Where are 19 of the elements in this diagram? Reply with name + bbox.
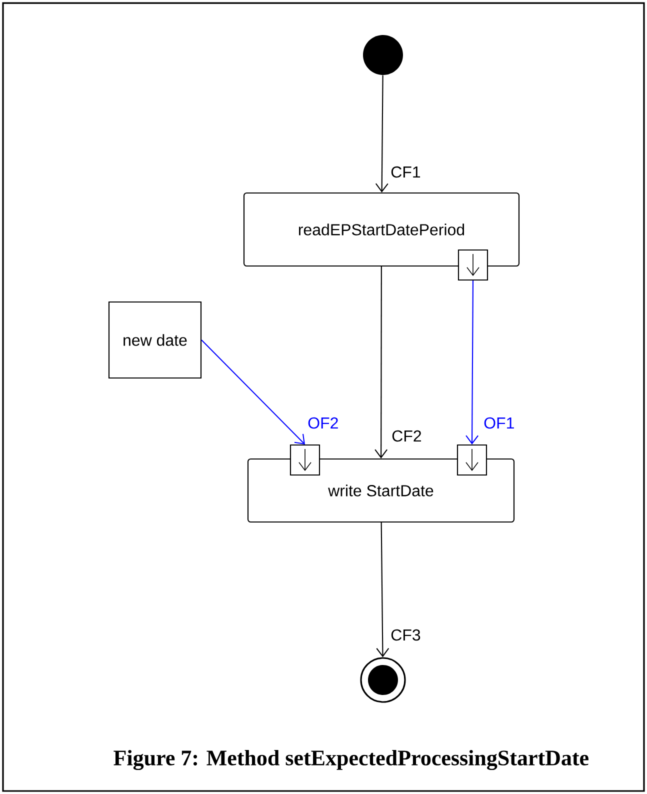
pin-box	[458, 249, 488, 281]
note-box: new date	[108, 301, 202, 379]
action-box: readEPStartDatePeriod	[243, 192, 520, 267]
arrow	[375, 75, 388, 192]
edge-label: CF1	[389, 165, 422, 179]
pin-box	[456, 444, 488, 476]
edge-label: CF3	[389, 628, 422, 642]
arrow	[466, 280, 478, 444]
arrow	[376, 522, 390, 658]
final-node	[360, 657, 406, 703]
edge-label: OF2	[306, 416, 340, 430]
caption: Figure 7: Method setExpectedProcessingStartDate	[114, 750, 588, 770]
start-node	[363, 35, 403, 76]
pin-box	[290, 444, 320, 476]
arrow	[201, 340, 305, 444]
arrow	[374, 266, 388, 458]
edge-label: CF2	[390, 429, 424, 443]
edge-label: OF1	[482, 416, 516, 430]
action-box: write StartDate	[247, 458, 515, 523]
